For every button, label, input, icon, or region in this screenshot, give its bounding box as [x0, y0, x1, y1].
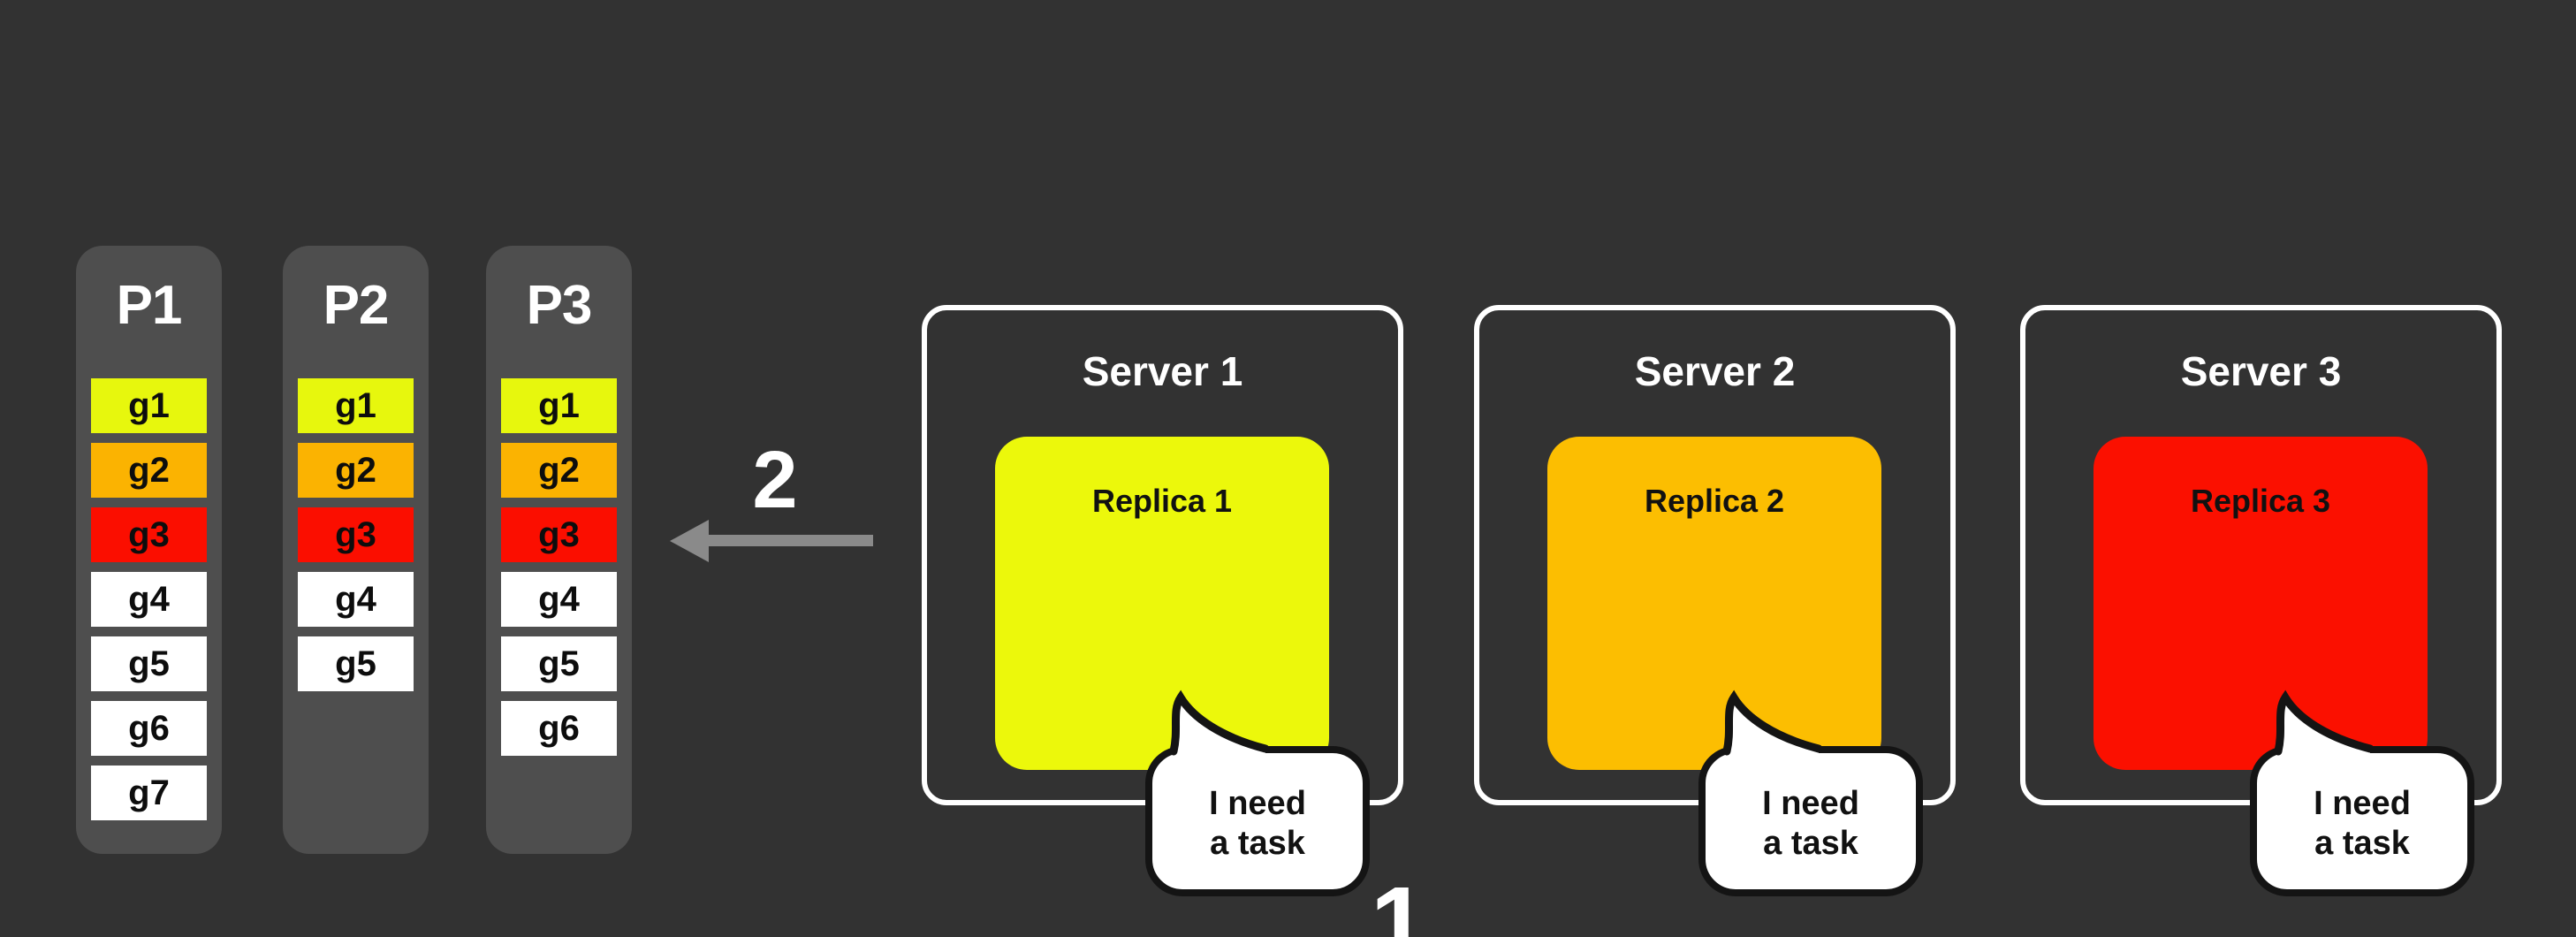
server-3-title: Server 3 — [2180, 348, 2342, 394]
task-cell: g2 — [501, 443, 617, 498]
bubble-text-line1: I need — [1762, 785, 1859, 822]
task-cell: g1 — [501, 378, 617, 433]
server-1-box: Server 1 Replica 1 — [922, 305, 1403, 805]
task-cell: g4 — [298, 572, 414, 627]
partition-p2: P2 g1 g2 g3 g4 g5 — [283, 246, 429, 854]
task-cell: g3 — [298, 507, 414, 562]
server-3-box: Server 3 Replica 3 — [2020, 305, 2502, 805]
task-cell: g3 — [501, 507, 617, 562]
speech-bubble-2: I need a task — [1698, 689, 1923, 896]
replica-1-box: Replica 1 — [995, 437, 1329, 770]
step-1-label: 1 — [1370, 865, 1428, 937]
replica-2-label: Replica 2 — [1644, 483, 1785, 519]
replica-3-label: Replica 3 — [2190, 483, 2331, 519]
bubble-text-line1: I need — [1209, 785, 1306, 822]
partition-p1-title: P1 — [116, 275, 183, 336]
replica-2-box: Replica 2 — [1547, 437, 1881, 770]
speech-tail-icon — [2274, 689, 2375, 767]
task-cell: g4 — [91, 572, 207, 627]
task-cell: g5 — [501, 636, 617, 691]
task-cell: g2 — [298, 443, 414, 498]
bubble-text-line2: a task — [1763, 825, 1858, 862]
replica-1-label: Replica 1 — [1091, 483, 1233, 519]
partition-p3: P3 g1 g2 g3 g4 g5 g6 — [486, 246, 632, 854]
task-cell: g5 — [91, 636, 207, 691]
partition-p1-task-list: g1 g2 g3 g4 g5 g6 g7 — [91, 378, 207, 820]
bubble-text-line2: a task — [2314, 825, 2410, 862]
speech-bubble-3: I need a task — [2250, 689, 2474, 896]
partition-p2-task-list: g1 g2 g3 g4 g5 — [298, 378, 414, 691]
partition-p3-task-list: g1 g2 g3 g4 g5 g6 — [501, 378, 617, 756]
server-1-title: Server 1 — [1082, 348, 1243, 394]
task-cell: g3 — [91, 507, 207, 562]
task-cell: g5 — [298, 636, 414, 691]
task-cell: g1 — [91, 378, 207, 433]
speech-tail-icon — [1722, 689, 1823, 767]
bubble-text-line2: a task — [1210, 825, 1305, 862]
arrow-shaft — [703, 535, 873, 546]
replica-3-box: Replica 3 — [2093, 437, 2428, 770]
partition-p1: P1 g1 g2 g3 g4 g5 g6 g7 — [76, 246, 222, 854]
task-cell: g6 — [501, 701, 617, 756]
step-2-label: 2 — [752, 435, 798, 525]
partition-p3-title: P3 — [526, 275, 593, 336]
bubble-text-line1: I need — [2314, 785, 2411, 822]
arrow-head — [670, 520, 709, 562]
task-cell: g2 — [91, 443, 207, 498]
left-arrow-icon — [670, 520, 873, 562]
server-2-title: Server 2 — [1634, 348, 1796, 394]
partition-p2-title: P2 — [323, 275, 390, 336]
speech-tail-icon — [1169, 689, 1270, 767]
task-cell: g1 — [298, 378, 414, 433]
task-cell: g4 — [501, 572, 617, 627]
task-cell: g6 — [91, 701, 207, 756]
speech-bubble-1: I need a task — [1145, 689, 1370, 896]
task-cell: g7 — [91, 766, 207, 820]
